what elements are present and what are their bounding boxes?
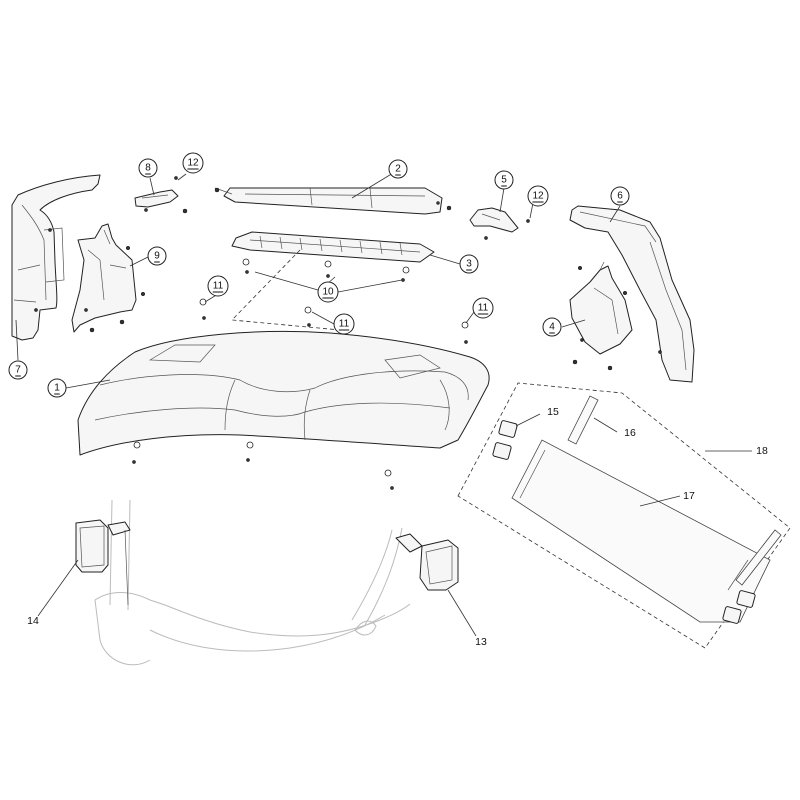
callout-4-label: 4 [549,322,555,333]
callout-11-center-label: 11 [339,319,350,330]
callout-18-label: 18 [756,445,768,457]
callout-4: 4 [542,317,562,337]
callout-6-label: 6 [617,191,623,202]
callout-5: 5 [494,170,514,190]
callout-11-left-label: 11 [213,281,224,292]
callout-12-right-label: 12 [532,191,544,202]
callout-11-center: 11 [333,313,355,335]
guide-lines [231,249,341,331]
callout-15-label: 15 [547,406,559,418]
callout-7: 7 [8,360,28,380]
part-9-left-inner-panel [71,223,146,333]
callout-11-left: 11 [207,275,229,297]
callout-11-right: 11 [472,297,494,319]
part-8-left-bracket [134,176,188,214]
part-5-right-bracket [469,207,530,240]
callout-11-right-label: 11 [478,303,489,314]
callout-12-left-label: 12 [187,158,199,169]
callout-8: 8 [138,158,158,178]
callout-16-label: 16 [624,427,636,439]
callout-6: 6 [610,186,630,206]
part-18-cover-kit-outline [457,382,791,649]
callout-10-label: 10 [322,287,334,298]
callout-10: 10 [317,281,339,303]
callout-2-label: 2 [395,164,401,175]
part-15-clips [492,420,756,624]
part-16-rod [567,395,782,586]
callout-14-label: 14 [27,615,39,627]
callout-7-label: 7 [15,365,21,376]
part-13-right-mirror [395,533,459,591]
callout-17-label: 17 [683,490,695,502]
callout-3-label: 3 [466,259,472,270]
callout-12-left: 12 [182,152,204,174]
callout-8-label: 8 [145,163,151,174]
part-6-right-pillar-trim [569,205,695,383]
leader-lines [15,169,752,637]
part-2-header-panel [214,187,452,215]
callout-2: 2 [388,159,408,179]
part-17-cover-panel [511,439,771,623]
callout-13-label: 13 [475,636,487,648]
part-7-left-pillar-trim [11,174,101,341]
callout-9: 9 [147,246,167,266]
callout-1-label: 1 [54,383,60,394]
part-3-reinforcement-rail [231,231,435,282]
callout-3: 3 [459,254,479,274]
callout-9-label: 9 [154,251,160,262]
callout-1: 1 [47,378,67,398]
vehicle-outline-background [94,499,411,666]
part-1-main-panel [77,298,490,490]
part-4-right-inner-panel [569,261,633,371]
callout-5-label: 5 [501,175,507,186]
callout-12-right: 12 [527,185,549,207]
part-14-left-mirror [75,519,131,606]
